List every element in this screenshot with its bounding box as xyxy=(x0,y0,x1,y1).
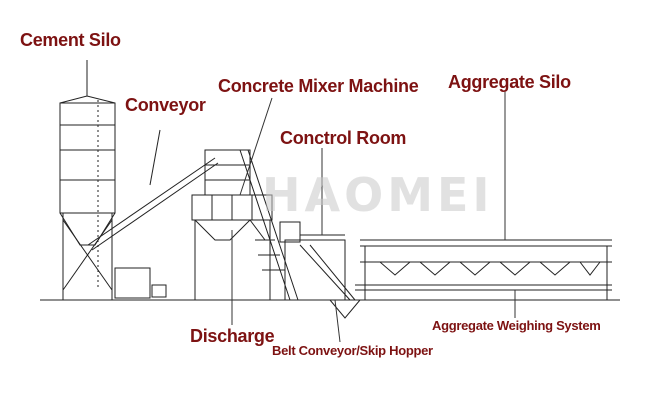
label-discharge: Discharge xyxy=(190,326,275,346)
cement-silo-drawing xyxy=(59,60,116,300)
label-concrete-mixer: Concrete Mixer Machine xyxy=(218,76,419,96)
label-control-room: Conctrol Room xyxy=(280,128,407,148)
mixer-station-drawing xyxy=(191,149,299,301)
label-weighing-system: Aggregate Weighing System xyxy=(432,318,601,333)
watermark: HAOMEI xyxy=(262,168,494,222)
aggregate-silo-drawing xyxy=(355,239,612,300)
label-belt-conveyor: Belt Conveyor/Skip Hopper xyxy=(272,343,433,358)
label-cement-silo: Cement Silo xyxy=(20,30,121,50)
conveyor-drawing xyxy=(87,129,219,251)
label-conveyor: Conveyor xyxy=(125,95,206,115)
label-aggregate-silo: Aggregate Silo xyxy=(448,72,571,92)
water-tank-drawing xyxy=(114,267,151,299)
control-room-drawing xyxy=(279,221,361,319)
leader-lines xyxy=(231,92,516,343)
